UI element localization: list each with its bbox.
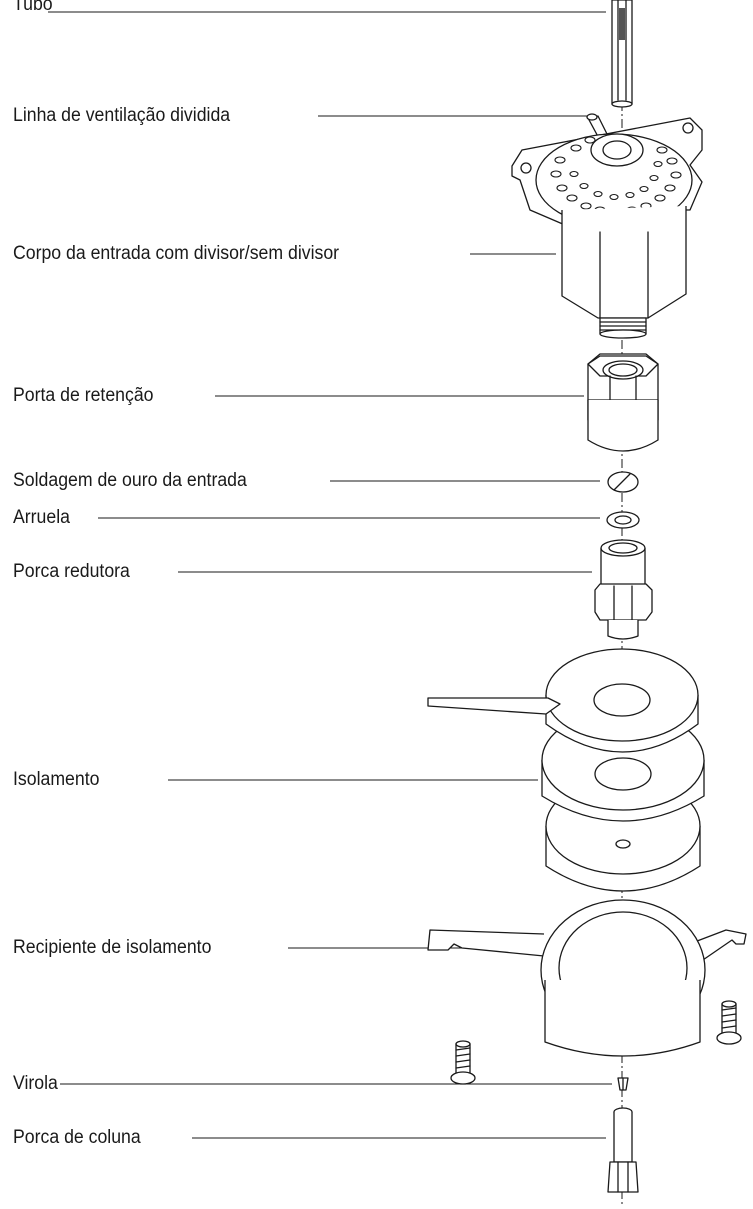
screw-left (450, 1040, 476, 1085)
gold-seal-part (607, 471, 639, 493)
label-washer: Arruela (13, 507, 70, 528)
label-reducing-nut: Porca redutora (13, 561, 130, 582)
label-gold-seal: Soldagem de ouro da entrada (13, 470, 247, 491)
reducing-nut-part (594, 539, 653, 640)
label-insulation-cup: Recipiente de isolamento (13, 937, 212, 958)
label-ferrule: Virola (13, 1073, 58, 1094)
insulation-part (541, 648, 705, 892)
screw-right (716, 1000, 742, 1045)
retaining-nut-part (587, 353, 659, 452)
leader-lines (48, 11, 612, 1139)
tube-part (611, 0, 633, 108)
inlet-body-part (511, 117, 703, 339)
label-insulation: Isolamento (13, 769, 100, 790)
label-column-nut: Porca de coluna (13, 1127, 141, 1148)
ferrule-part (617, 1077, 629, 1091)
label-tubo: Tubo (13, 0, 53, 15)
column-nut-part (607, 1107, 639, 1193)
washer-part (606, 511, 640, 529)
label-inlet-body: Corpo da entrada com divisor/sem divisor (13, 243, 340, 264)
label-retaining-nut: Porta de retenção (13, 385, 154, 406)
insulation-cup-part (427, 697, 747, 1057)
label-split-vent: Linha de ventilação dividida (13, 105, 231, 126)
